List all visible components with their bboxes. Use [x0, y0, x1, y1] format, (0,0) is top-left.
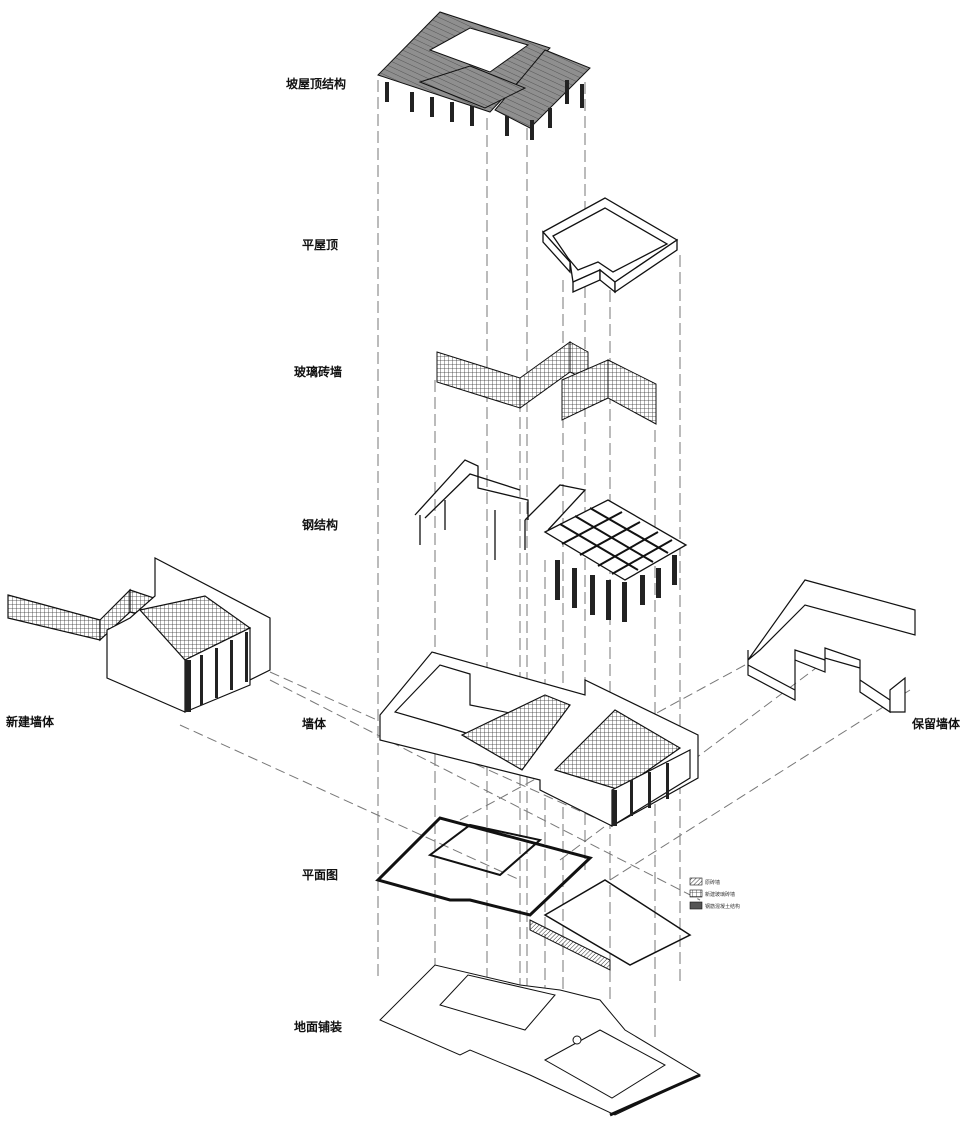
legend-swatch-glass — [689, 889, 703, 898]
legend-swatch-concrete — [689, 901, 703, 910]
label-floor-plan: 平面图 — [302, 868, 339, 882]
glass-brick-wall-model — [436, 341, 657, 425]
wall-model — [379, 651, 699, 828]
ground-paving-model — [379, 964, 702, 1117]
label-retained-wall: 保留墙体 — [912, 717, 960, 731]
steel-structure-model — [414, 459, 688, 622]
legend-item: 原砖墙 — [705, 879, 720, 886]
label-new-wall: 新建墙体 — [6, 715, 55, 729]
label-ground-paving: 地面铺装 — [294, 1020, 343, 1034]
label-sloped-roof: 坡屋顶结构 — [286, 77, 347, 91]
label-flat-roof: 平屋顶 — [302, 238, 339, 252]
new-wall-model — [7, 557, 271, 713]
floor-plan-model — [375, 816, 692, 971]
legend: 原砖墙 新建玻璃砖墙 钢筋混凝土结构 — [689, 877, 740, 910]
legend-item: 新建玻璃砖墙 — [705, 891, 735, 898]
retained-wall-model — [747, 579, 916, 714]
label-glass-brick-wall: 玻璃砖墙 — [294, 365, 343, 379]
legend-item: 钢筋混凝土结构 — [705, 903, 740, 910]
legend-swatch-brick — [689, 877, 703, 886]
label-steel-structure: 钢结构 — [302, 518, 339, 532]
flat-roof-model — [541, 197, 679, 294]
sloped-roof-model — [377, 11, 591, 140]
label-wall: 墙体 — [302, 717, 327, 731]
